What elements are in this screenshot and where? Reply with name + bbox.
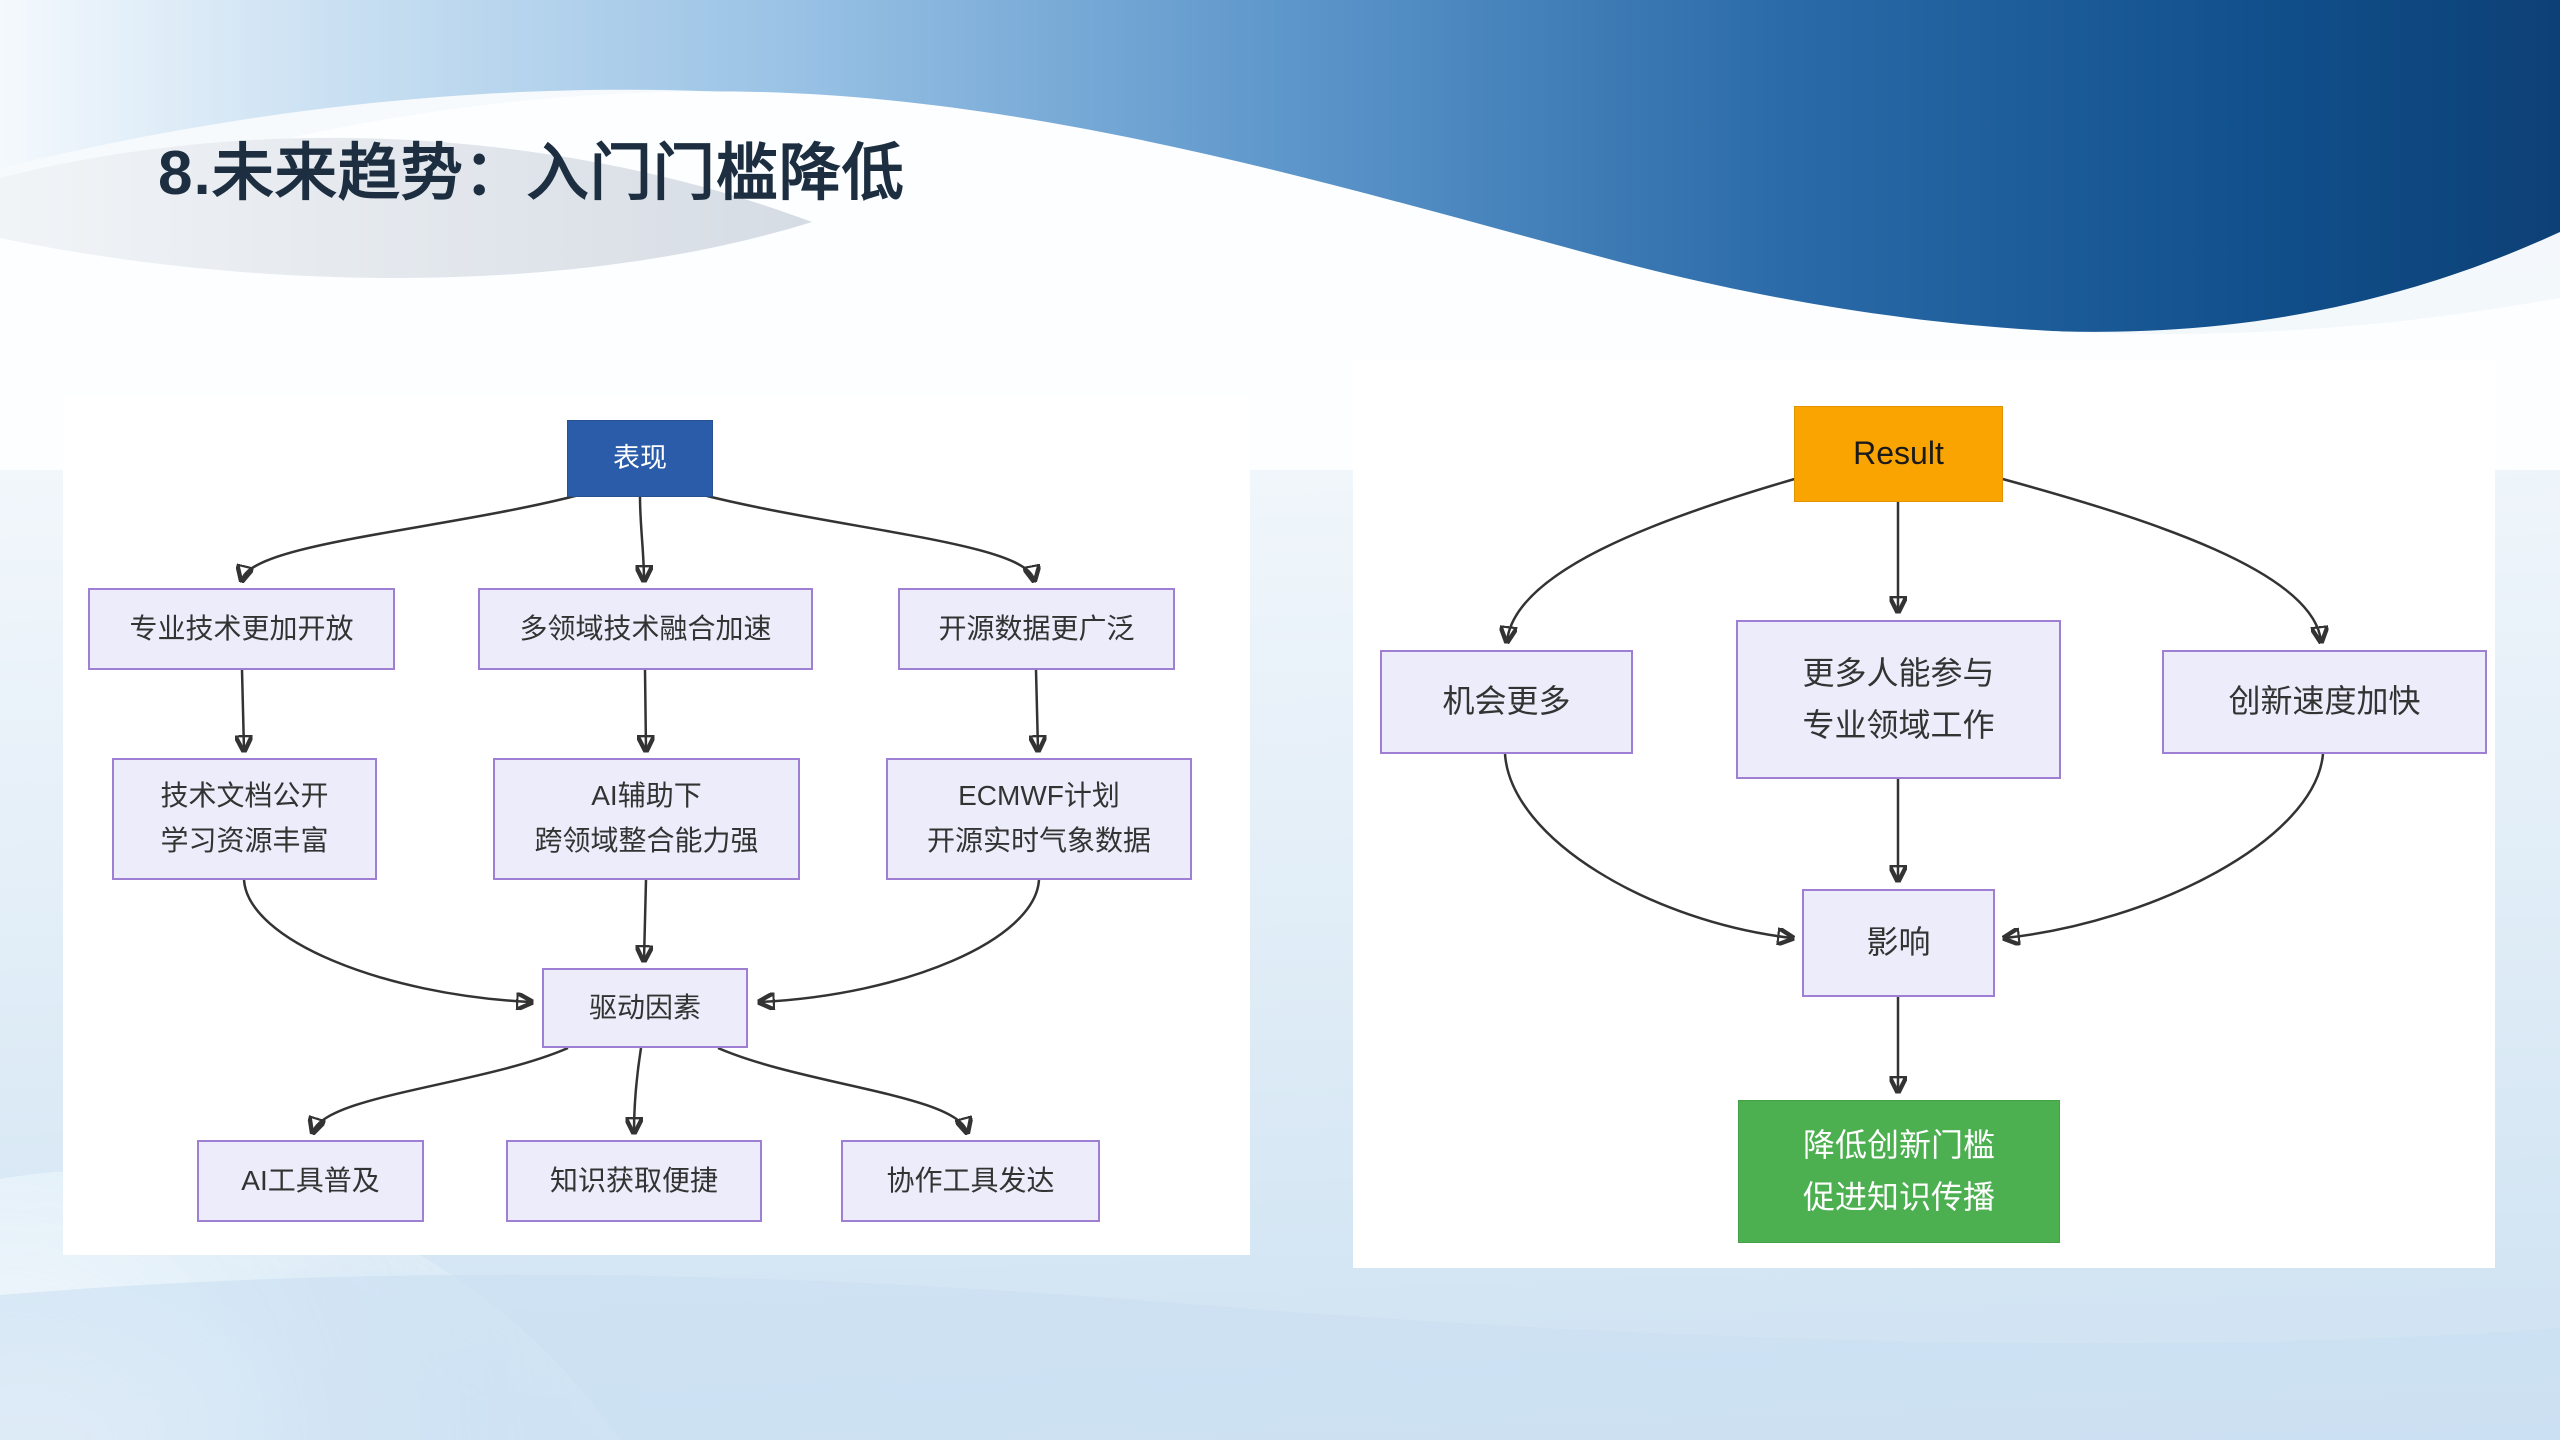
- node-collab-tools: 协作工具发达: [841, 1140, 1100, 1222]
- edge-docs-public-to-drivers: [242, 879, 531, 1002]
- right-flowchart-edges: [1353, 476, 2495, 1268]
- node-label: 开源数据更广泛: [938, 612, 1135, 644]
- edge-performance-to-tech-open: [242, 493, 580, 580]
- edge-performance-to-open-data: [702, 493, 1034, 580]
- edge-ecmwf-to-drivers: [760, 879, 1041, 1002]
- node-lower-barrier: 降低创新门槛 促进知识传播: [1738, 1100, 2060, 1243]
- edge-performance-to-fusion-accelerate: [640, 496, 644, 580]
- edge-drivers-to-ai-tools: [313, 1046, 569, 1132]
- node-label: ECMWF计划 开源实时气象数据: [926, 780, 1151, 856]
- node-label: Result: [1853, 435, 1944, 472]
- node-impact: 影响: [1802, 889, 1995, 997]
- edge-result-to-innovation-speed: [1998, 476, 2321, 641]
- edge-fusion-accelerate-to-ai-assist: [645, 669, 646, 750]
- node-label: AI工具普及: [241, 1164, 380, 1196]
- left-flowchart-edges: [63, 493, 1250, 1255]
- node-label: 创新速度加快: [2228, 683, 2421, 720]
- node-ecmwf: ECMWF计划 开源实时气象数据: [886, 758, 1192, 880]
- right-flowchart-panel: Result 机会更多 更多人能参与 专业领域工作 创新速度加快 影响 降低创新…: [1353, 360, 2495, 1268]
- edge-drivers-to-collab-tools: [717, 1046, 967, 1132]
- node-label: 影响: [1866, 924, 1931, 961]
- page-title: 8.未来趋势：入门门槛降低: [158, 139, 905, 208]
- edge-drivers-to-knowledge-access: [634, 1047, 641, 1132]
- edge-innovation-speed-to-impact: [2005, 753, 2325, 938]
- edge-more-opportunities-to-impact: [1503, 753, 1792, 938]
- header-blue-band: [0, 0, 2560, 332]
- node-more-opportunities: 机会更多: [1380, 650, 1633, 754]
- node-ai-tools: AI工具普及: [197, 1140, 424, 1222]
- node-tech-open: 专业技术更加开放: [88, 588, 395, 670]
- node-fusion-accelerate: 多领域技术融合加速: [478, 588, 813, 670]
- header-gray-lens: [0, 137, 812, 279]
- node-label: 更多人能参与 专业领域工作: [1802, 655, 1995, 743]
- edge-ai-assist-to-drivers: [644, 879, 646, 960]
- node-label: 技术文档公开 学习资源丰富: [160, 780, 329, 856]
- node-label: 协作工具发达: [886, 1164, 1055, 1196]
- node-open-data: 开源数据更广泛: [898, 588, 1175, 670]
- node-label: 专业技术更加开放: [129, 612, 354, 644]
- edge-result-to-more-opportunities: [1507, 476, 1799, 641]
- node-result: Result: [1794, 406, 2003, 502]
- edge-open-data-to-ecmwf: [1036, 669, 1038, 750]
- left-flowchart-panel: 表现 专业技术更加开放 多领域技术融合加速 开源数据更广泛 技术文档公开 学习资…: [63, 395, 1250, 1255]
- node-label: 多领域技术融合加速: [519, 612, 772, 644]
- node-label: 驱动因素: [588, 991, 701, 1023]
- node-performance: 表现: [567, 420, 713, 497]
- bottom-wave-decoration: [0, 1274, 2560, 1440]
- node-more-participation: 更多人能参与 专业领域工作: [1736, 620, 2061, 779]
- node-ai-assist: AI辅助下 跨领域整合能力强: [493, 758, 800, 880]
- node-label: 知识获取便捷: [549, 1164, 718, 1196]
- node-drivers: 驱动因素: [542, 968, 748, 1048]
- node-innovation-speed: 创新速度加快: [2162, 650, 2487, 754]
- node-label: AI辅助下 跨领域整合能力强: [534, 780, 759, 856]
- node-label: 表现: [613, 442, 667, 473]
- node-knowledge-access: 知识获取便捷: [506, 1140, 762, 1222]
- node-docs-public: 技术文档公开 学习资源丰富: [112, 758, 377, 880]
- node-label: 降低创新门槛 促进知识传播: [1802, 1127, 1995, 1215]
- edge-tech-open-to-docs-public: [242, 669, 244, 750]
- node-label: 机会更多: [1442, 683, 1571, 720]
